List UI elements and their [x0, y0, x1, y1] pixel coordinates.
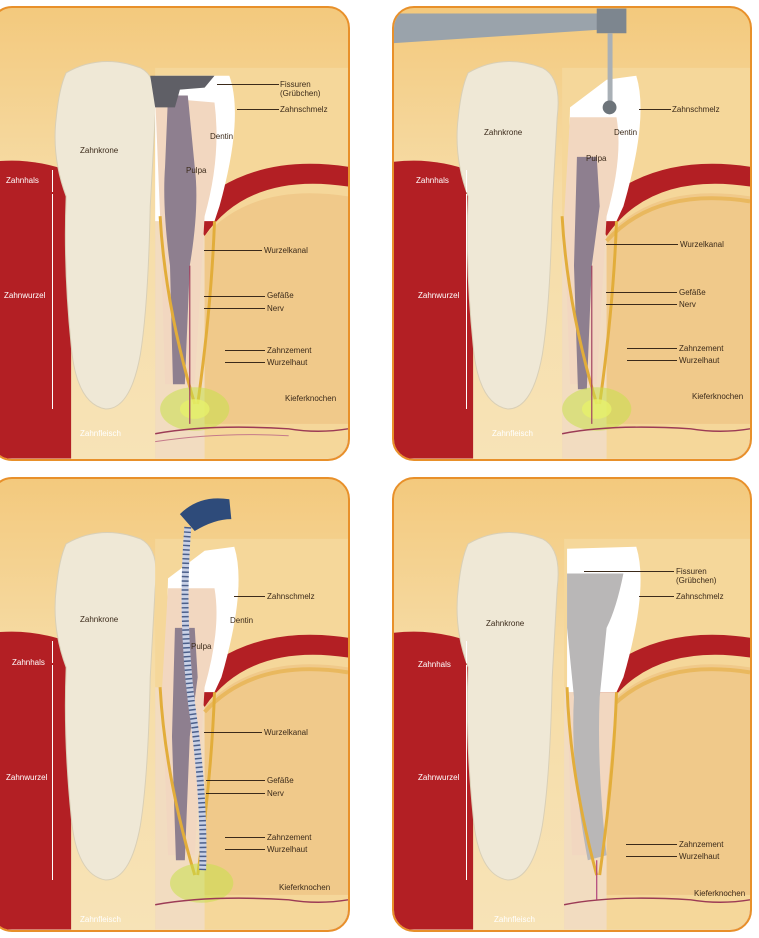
label-zahnhals: Zahnhals: [12, 658, 45, 667]
label-gefaesse: Gefäße: [679, 288, 706, 297]
drill-bit: [608, 33, 613, 102]
label-nerv: Nerv: [267, 304, 284, 313]
label-fissuren: Fissuren(Grübchen): [676, 567, 716, 585]
label-kieferknochen: Kieferknochen: [694, 889, 745, 898]
label-pulpa: Pulpa: [191, 642, 211, 651]
label-zahnzement: Zahnzement: [267, 833, 311, 842]
label-zahnwurzel: Zahnwurzel: [6, 773, 47, 782]
label-wurzelhaut: Wurzelhaut: [267, 358, 307, 367]
label-zahnzement: Zahnzement: [679, 344, 723, 353]
label-zahnhals: Zahnhals: [416, 176, 449, 185]
panel-root-canal-file: Zahnschmelz Zahnkrone Dentin Pulpa Zahnh…: [0, 477, 350, 932]
zahnwurzel-bracket: [52, 194, 53, 409]
zahnhals-bracket: [52, 170, 53, 192]
label-gefaesse: Gefäße: [267, 776, 294, 785]
label-zahnzement: Zahnzement: [267, 346, 311, 355]
label-wurzelhaut: Wurzelhaut: [679, 852, 719, 861]
label-wurzelkanal: Wurzelkanal: [264, 246, 308, 255]
label-pulpa: Pulpa: [186, 166, 206, 175]
label-kieferknochen: Kieferknochen: [285, 394, 336, 403]
label-wurzelhaut: Wurzelhaut: [679, 356, 719, 365]
gum-left: [0, 161, 71, 459]
label-zahnfleisch: Zahnfleisch: [80, 429, 121, 438]
panel-drilling: Zahnschmelz Zahnkrone Dentin Pulpa Zahnh…: [392, 6, 752, 461]
label-kieferknochen: Kieferknochen: [279, 883, 330, 892]
label-gefaesse: Gefäße: [267, 291, 294, 300]
tooth-illustration: [394, 479, 750, 930]
label-zahnkrone: Zahnkrone: [80, 146, 118, 155]
label-zahnhals: Zahnhals: [418, 660, 451, 669]
label-dentin: Dentin: [230, 616, 253, 625]
file-handle: [180, 498, 231, 531]
label-zahnwurzel: Zahnwurzel: [418, 773, 459, 782]
label-zahnschmelz: Zahnschmelz: [676, 592, 724, 601]
label-zahnkrone: Zahnkrone: [486, 619, 524, 628]
label-dentin: Dentin: [614, 128, 637, 137]
panel-filled-tooth: Fissuren(Grübchen) Zahnschmelz Zahnkrone…: [392, 477, 752, 932]
panel-healthy-tooth: Fissuren(Grübchen) Zahnschmelz Zahnkrone…: [0, 6, 350, 461]
label-zahnschmelz: Zahnschmelz: [267, 592, 315, 601]
label-wurzelhaut: Wurzelhaut: [267, 845, 307, 854]
drill-handpiece: [394, 13, 621, 43]
label-zahnhals: Zahnhals: [6, 176, 39, 185]
label-zahnwurzel: Zahnwurzel: [4, 291, 45, 300]
label-nerv: Nerv: [267, 789, 284, 798]
label-kieferknochen: Kieferknochen: [692, 392, 743, 401]
label-zahnfleisch: Zahnfleisch: [494, 915, 535, 924]
label-zahnwurzel: Zahnwurzel: [418, 291, 459, 300]
label-wurzelkanal: Wurzelkanal: [680, 240, 724, 249]
label-zahnfleisch: Zahnfleisch: [80, 915, 121, 924]
label-wurzelkanal: Wurzelkanal: [264, 728, 308, 737]
label-pulpa: Pulpa: [586, 154, 606, 163]
label-fissuren: Fissuren(Grübchen): [280, 80, 320, 98]
label-zahnfleisch: Zahnfleisch: [492, 429, 533, 438]
label-zahnkrone: Zahnkrone: [80, 615, 118, 624]
label-zahnkrone: Zahnkrone: [484, 128, 522, 137]
label-dentin: Dentin: [210, 132, 233, 141]
label-nerv: Nerv: [679, 300, 696, 309]
label-zahnschmelz: Zahnschmelz: [280, 105, 328, 114]
label-zahnschmelz: Zahnschmelz: [672, 105, 720, 114]
leader-fissuren: [217, 84, 279, 85]
label-zahnzement: Zahnzement: [679, 840, 723, 849]
